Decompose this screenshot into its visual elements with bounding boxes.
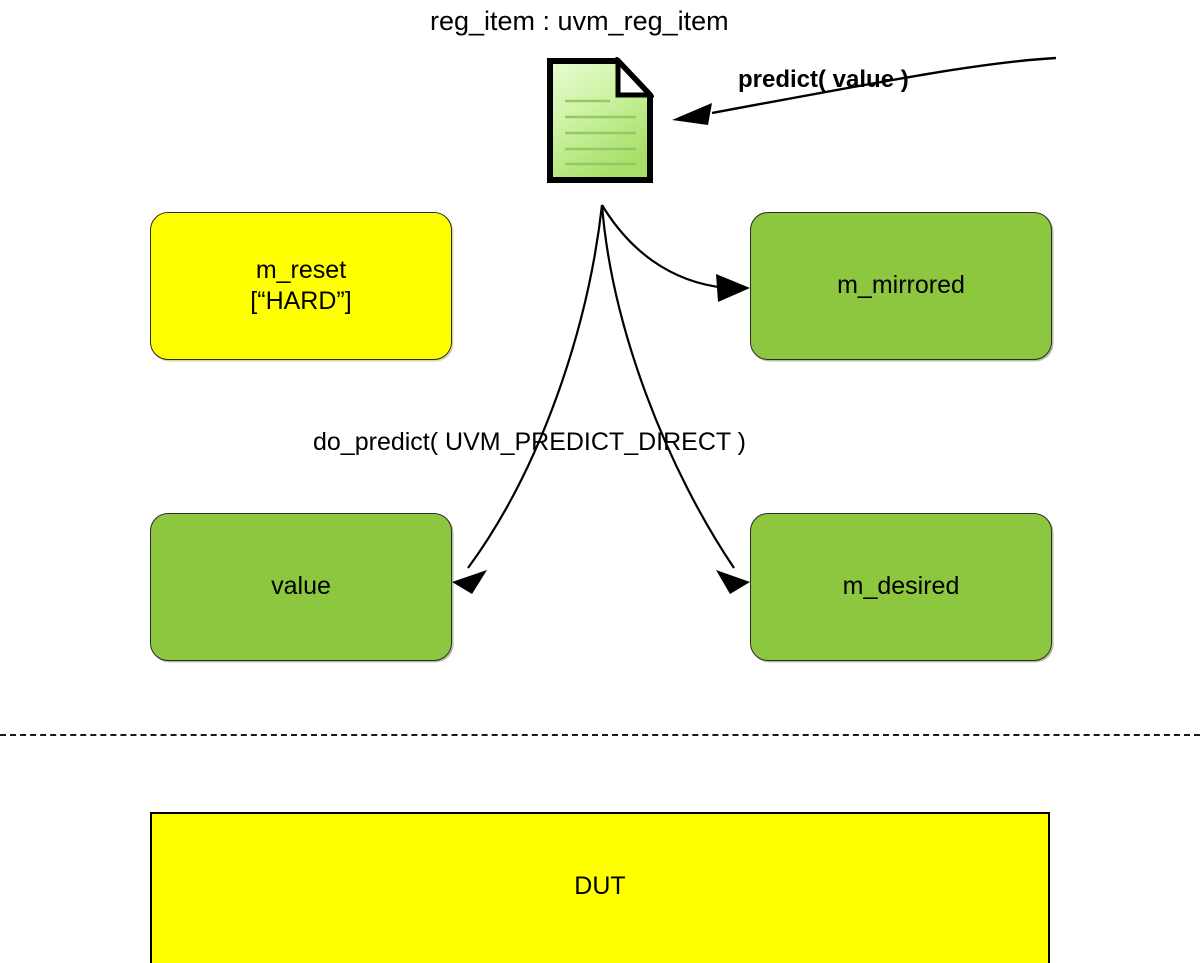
node-m-reset-label-line2: [“HARD”] <box>250 287 352 315</box>
node-m-reset-label-line1: m_reset <box>255 255 347 284</box>
node-value[interactable]: value <box>150 513 452 661</box>
arrow-reg-item-to-m-mirrored <box>601 204 750 302</box>
page-title: reg_item : uvm_reg_item <box>430 6 729 36</box>
do-predict-call-label: do_predict( UVM_PREDICT_DIRECT ) <box>313 428 746 456</box>
arrow-reg-item-to-value <box>452 204 604 594</box>
document-page-icon <box>546 54 656 184</box>
node-dut[interactable]: DUT <box>150 812 1050 963</box>
node-m-mirrored[interactable]: m_mirrored <box>750 212 1052 360</box>
testbench-dut-boundary <box>0 734 1200 736</box>
node-m-mirrored-label: m_mirrored <box>837 271 965 300</box>
node-value-label: value <box>271 572 331 601</box>
predict-call-label: predict( value ) <box>738 66 909 93</box>
node-dut-label: DUT <box>574 872 626 900</box>
node-m-desired-label: m_desired <box>842 572 960 601</box>
node-m-reset[interactable]: m_reset [“HARD”] <box>150 212 452 360</box>
arrow-reg-item-to-m-desired <box>600 204 750 594</box>
node-m-desired[interactable]: m_desired <box>750 513 1052 661</box>
